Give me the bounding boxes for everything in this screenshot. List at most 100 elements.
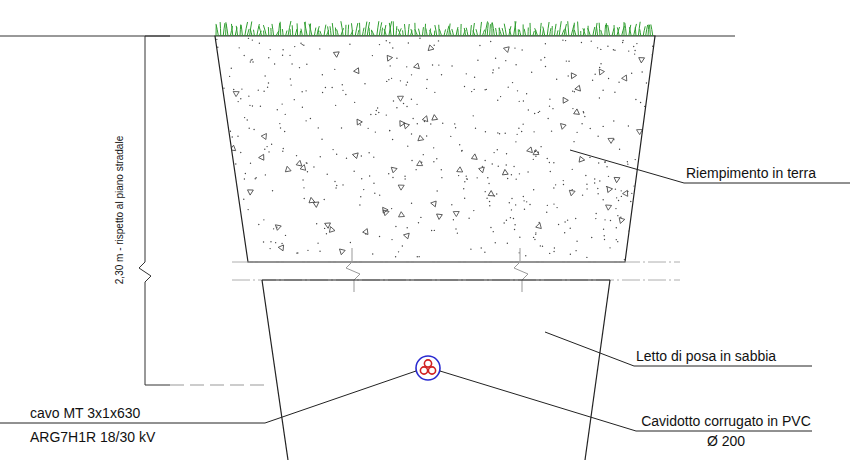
speckle [392, 177, 393, 178]
speckle [492, 72, 493, 73]
aggregate [295, 160, 302, 167]
speckle [619, 148, 620, 149]
speckle [396, 107, 397, 108]
grass-blade [593, 27, 595, 36]
speckle [482, 166, 483, 167]
speckle [590, 128, 591, 129]
speckle [540, 245, 541, 246]
speckle [600, 63, 601, 64]
speckle [646, 181, 647, 182]
grass-blade [434, 31, 435, 36]
speckle [372, 55, 373, 56]
speckle [392, 139, 393, 140]
speckle [411, 160, 412, 161]
grass-blade [282, 29, 284, 36]
speckle [244, 117, 245, 118]
speckle [379, 236, 380, 237]
speckle [285, 114, 286, 115]
aggregate [527, 146, 534, 153]
speckle [635, 254, 636, 255]
speckle [266, 146, 267, 147]
speckle [346, 158, 347, 159]
speckle [510, 217, 511, 218]
speckle [402, 245, 403, 246]
grass-blade [324, 25, 326, 36]
speckle [637, 185, 638, 186]
grass-blade [236, 26, 237, 36]
aggregate [233, 92, 239, 97]
speckle [589, 157, 590, 158]
speckle [217, 103, 218, 104]
speckle [597, 188, 598, 189]
aggregate [354, 68, 362, 76]
speckle [513, 218, 514, 219]
fill-label: Riempimento in terra [686, 163, 816, 183]
speckle [514, 229, 515, 230]
aggregate [453, 212, 459, 217]
speckle [464, 198, 465, 199]
speckle [586, 257, 587, 258]
speckle [575, 250, 576, 251]
speckle [419, 38, 420, 39]
speckle [554, 247, 555, 248]
grass-blade [253, 30, 255, 36]
speckle [441, 169, 442, 170]
speckle [613, 49, 614, 50]
speckle [255, 178, 256, 179]
speckle [350, 242, 351, 243]
grass-blade [396, 26, 398, 36]
speckle [549, 98, 550, 99]
speckle [581, 123, 582, 124]
speckle [321, 139, 322, 140]
grass-blade [309, 24, 311, 36]
speckle [453, 219, 454, 220]
speckle [498, 165, 499, 166]
grass-blade [300, 31, 302, 36]
speckle [473, 210, 474, 211]
grass-blade [565, 28, 566, 36]
aggregate [230, 145, 238, 153]
speckle [406, 84, 407, 85]
speckle [388, 173, 389, 174]
grass-blade [559, 21, 561, 36]
grass-blade [646, 25, 648, 36]
aggregate [283, 166, 291, 174]
speckle [545, 66, 546, 67]
speckle [388, 79, 389, 80]
speckle [563, 180, 564, 181]
speckle [599, 67, 600, 68]
grass-blade [499, 28, 502, 36]
speckle [533, 189, 534, 190]
aggregate [561, 97, 569, 104]
speckle [466, 175, 467, 176]
speckle [245, 173, 246, 174]
grass-blade [286, 31, 287, 36]
aggregate [327, 227, 335, 235]
leader-line [570, 150, 850, 183]
grass-blade [604, 25, 606, 36]
speckle [252, 105, 253, 106]
speckle [263, 241, 264, 242]
speckle [407, 82, 408, 83]
grass-blade [337, 29, 339, 36]
speckle [221, 220, 222, 221]
speckle [540, 59, 541, 60]
speckle [459, 144, 460, 145]
speckle [572, 90, 573, 91]
speckle [594, 182, 595, 183]
grass-blade [301, 29, 302, 36]
speckle [441, 177, 442, 178]
speckle [289, 55, 290, 56]
grass-blade [502, 28, 504, 36]
grass-blade [247, 29, 249, 36]
dimension-text: 2,30 m - rispetto al piano stradale [114, 136, 126, 284]
grass-blade [574, 30, 576, 36]
speckle [275, 242, 276, 243]
grass-blade [634, 24, 637, 36]
speckle [497, 100, 498, 101]
speckle [518, 101, 519, 102]
speckle [605, 161, 606, 162]
speckle [216, 240, 217, 241]
speckle [217, 86, 218, 87]
grass-blade [470, 25, 472, 36]
